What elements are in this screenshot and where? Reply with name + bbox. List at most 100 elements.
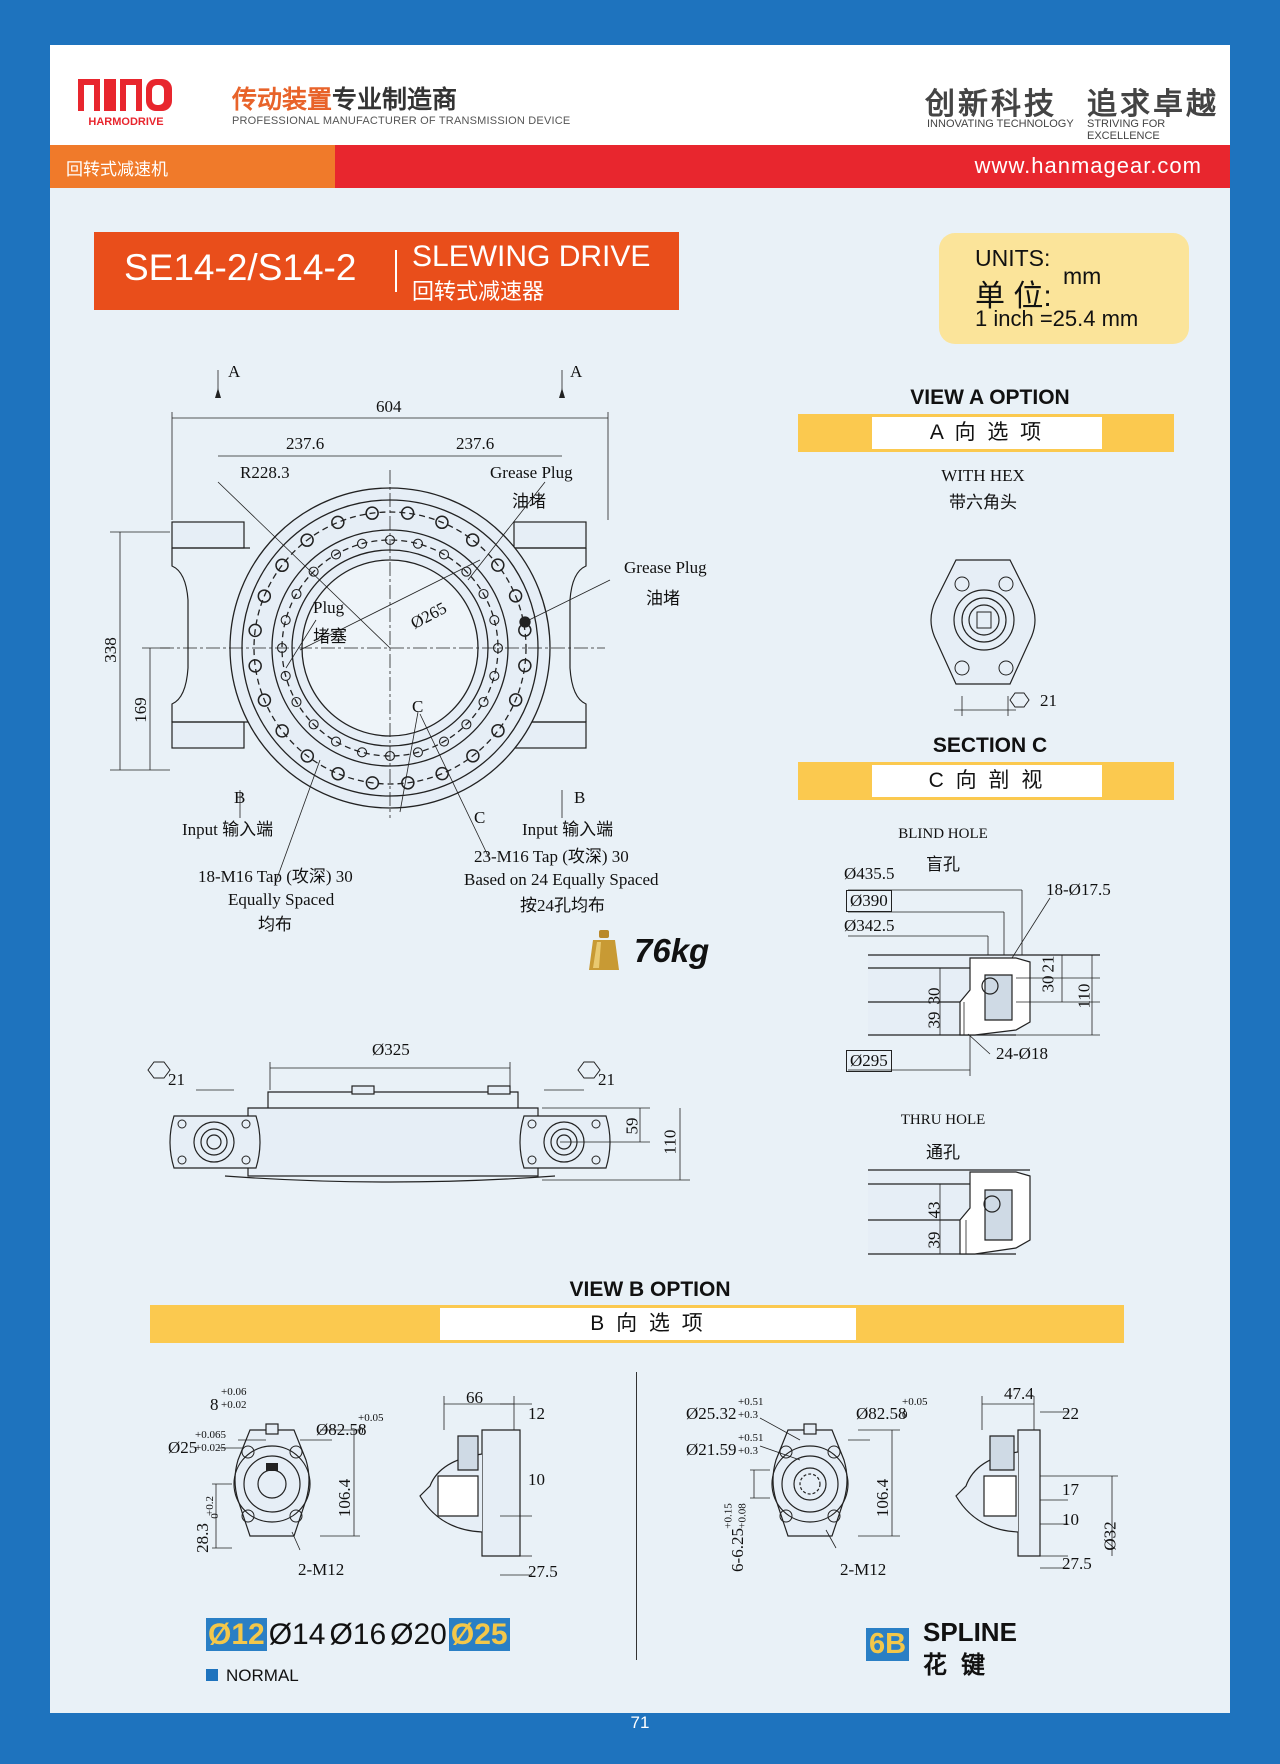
tagline-en: PROFESSIONAL MANUFACTURER OF TRANSMISSIO…	[232, 115, 571, 127]
with-hex-cn: 带六角头	[949, 493, 1017, 512]
slogan-2-en: STRIVING FOR EXCELLENCE	[1087, 118, 1166, 142]
dim-106-right: 106.4	[873, 1478, 893, 1518]
thru-hole-cn: 通孔	[926, 1143, 960, 1162]
key-8-upper: +0.06	[221, 1386, 247, 1398]
view-b-left-drawing	[212, 1396, 532, 1576]
section-c-band-text: C 向 剖 视	[872, 765, 1102, 797]
spline-d21-lower: +0.3	[738, 1445, 758, 1457]
thread-m12-right: 2-M12	[840, 1560, 887, 1579]
view-a-title: VIEW A OPTION	[910, 386, 1070, 409]
dim-110-c: 110	[1074, 983, 1094, 1009]
dim-d32: Ø32	[1100, 1521, 1120, 1551]
key-8: 8	[210, 1395, 219, 1414]
category-label: 回转式减速机	[66, 160, 168, 179]
view-b-divider	[636, 1372, 637, 1660]
spline-d21-upper: +0.51	[738, 1432, 764, 1444]
dim-30a: 30	[1038, 975, 1058, 993]
category-bar	[50, 145, 1230, 188]
model-number: SE14-2/S14-2	[124, 247, 357, 288]
dim-10-left: 10	[528, 1470, 545, 1489]
bore-d25-upper: +0.065	[195, 1429, 226, 1441]
section-mark-a-left: A	[228, 362, 241, 381]
grease-plug-2-cn: 油堵	[646, 589, 680, 608]
section-mark-b-right: B	[574, 788, 586, 807]
tap-18-m16: 18-M16 Tap (攻深) 30	[198, 867, 353, 886]
dim-d295: Ø295	[846, 1050, 892, 1072]
dim-27-right: 27.5	[1062, 1554, 1092, 1573]
slogan-2-cn: 追求卓越	[1087, 87, 1219, 122]
dim-22: 22	[1062, 1404, 1079, 1423]
units-label-cn: 单 位:	[975, 280, 1052, 313]
spline-cn: 花键	[923, 1652, 999, 1679]
dim-d325: Ø325	[372, 1040, 410, 1059]
dim-d390: Ø390	[846, 890, 892, 912]
view-a-drawing	[930, 559, 1036, 716]
spline-6: 6-6.25	[727, 1528, 747, 1572]
bolt-24-d18: 24-Ø18	[996, 1044, 1048, 1063]
normal-swatch	[206, 1669, 218, 1681]
grease-plug-1-cn: 油堵	[512, 492, 546, 511]
hex-21-right: 21	[598, 1070, 615, 1089]
hex-21-left: 21	[168, 1070, 185, 1089]
dim-30b: 30	[924, 987, 944, 1005]
dim-43: 43	[924, 1201, 944, 1219]
dim-110-front: 110	[660, 1129, 680, 1155]
front-view-drawing	[147, 1061, 690, 1183]
plug-cn: 堵塞	[313, 627, 347, 646]
spline-en: SPLINE	[923, 1617, 1017, 1647]
pilot-d82-left: Ø82.58	[316, 1420, 367, 1439]
top-view-drawing	[110, 370, 611, 885]
thread-m12-left: 2-M12	[298, 1560, 345, 1579]
with-hex-en: WITH HEX	[941, 466, 1025, 485]
units-label-en: UNITS:	[975, 245, 1051, 271]
view-a-band: A 向 选 项	[798, 414, 1174, 452]
bore-option-20: Ø20	[390, 1618, 447, 1651]
bore-d25: Ø25	[168, 1438, 198, 1457]
page-header: HARMODRIVE 传动装置专业制造商 PROFESSIONAL MANUFA…	[50, 45, 1230, 145]
thru-hole-en: THRU HOLE	[900, 1112, 986, 1128]
slogan-1-cn: 创新科技	[925, 87, 1057, 122]
equally-spaced-en: Equally Spaced	[228, 890, 335, 909]
dim-47: 47.4	[1004, 1384, 1034, 1403]
input-left: Input 输入端	[182, 820, 274, 839]
section-mark-b-left: B	[234, 788, 246, 807]
section-mark-c-top: C	[412, 697, 424, 716]
dim-r228: R228.3	[240, 463, 290, 482]
website-link[interactable]: www.hanmagear.com	[974, 153, 1202, 178]
section-mark-a-right: A	[570, 362, 583, 381]
product-title: SE14-2/S14-2 SLEWING DRIVE 回转式减速器	[94, 232, 679, 310]
spline-d25: Ø25.32	[686, 1404, 737, 1423]
tap-23-m16: 23-M16 Tap (攻深) 30	[474, 847, 629, 866]
logo-subtext: HARMODRIVE	[88, 116, 163, 127]
harmodrive-logo: HARMODRIVE	[78, 79, 172, 127]
based-24-en: Based on 24 Equally Spaced	[464, 870, 659, 889]
blind-hole-en: BLIND HOLE	[898, 826, 988, 842]
dim-237-right: 237.6	[456, 434, 495, 453]
slogan-1-en: INNOVATING TECHNOLOGY	[927, 118, 1074, 130]
bore-option-16: Ø16	[329, 1618, 387, 1651]
dim-66: 66	[466, 1388, 483, 1407]
dim-59: 59	[622, 1117, 642, 1135]
tagline-cn: 传动装置专业制造商	[232, 80, 457, 116]
bolt-18-d17: 18-Ø17.5	[1046, 880, 1111, 899]
height-28-lower: 0	[208, 1513, 221, 1519]
units-value: mm	[1063, 263, 1102, 289]
blind-hole-cn: 盲孔	[926, 855, 960, 874]
view-a-band-text: A 向 选 项	[872, 417, 1102, 449]
product-name-en: SLEWING DRIVE	[412, 240, 651, 273]
dim-21: 21	[1038, 955, 1058, 973]
title-separator	[395, 250, 397, 292]
normal-label: NORMAL	[226, 1666, 299, 1685]
dim-237-left: 237.6	[286, 434, 325, 453]
dim-604: 604	[376, 397, 402, 416]
view-b-band-text: B 向 选 项	[440, 1308, 856, 1340]
spline-d21: Ø21.59	[686, 1440, 737, 1459]
view-b-right-drawing	[750, 1396, 1118, 1569]
view-b-band: B 向 选 项	[150, 1305, 1124, 1343]
dim-169: 169	[130, 697, 150, 723]
hex-size-21: 21	[1040, 691, 1057, 710]
equally-spaced-cn: 均布	[258, 915, 292, 934]
units-box: UNITS: 单 位: mm 1 inch =25.4 mm	[939, 233, 1189, 344]
